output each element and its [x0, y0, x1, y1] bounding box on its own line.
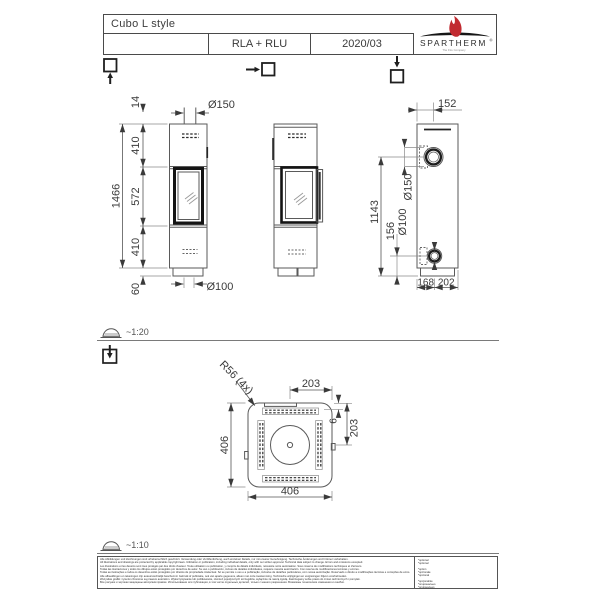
registered-mark: ®	[490, 38, 493, 43]
dim-front-air-inlet: Ø100	[207, 281, 234, 293]
dim-plan-center-to-edge-y: 203	[349, 419, 361, 437]
side-view-icon	[246, 62, 276, 77]
dim-rear-inlet-diameter: Ø100	[397, 209, 409, 236]
dim-rear-bottom-left: 168	[417, 277, 434, 288]
brand-logo: SPARTHERM ® The Fire Company	[414, 15, 496, 54]
disclaimer-line: Alle afbeeldingen en tekeningen zijn aut…	[100, 574, 348, 578]
disclaimer-line: Wszystkie grafiki i rysunki chronione są…	[100, 578, 361, 582]
side-view-drawing	[272, 123, 324, 277]
top-view-icon	[389, 56, 405, 84]
scale-icon-elevations	[100, 328, 122, 338]
dim-front-lower-section: 410	[130, 238, 142, 256]
brand-tagline: The Fire Company	[442, 48, 466, 52]
optional-note: *опціонально	[418, 586, 435, 588]
disclaimer-line: Alle Abbildungen und Zeichnungen sind ur…	[100, 558, 349, 561]
dim-rear-flue-height: 1143	[369, 200, 381, 224]
dim-plan-center-to-edge-x: 203	[302, 378, 320, 390]
dim-rear-inlet-height: 156	[385, 222, 397, 240]
dim-plan-width: 406	[281, 485, 299, 497]
plan-view-drawing: R56 (4x) 203 6 203 406 406	[217, 359, 361, 501]
separator-line-lower	[97, 553, 499, 554]
optional-note: *opcional	[418, 573, 430, 577]
dim-plan-depth: 406	[219, 436, 231, 454]
disclaimer-line: Les illustrations et les dessins sont to…	[100, 564, 363, 568]
front-view-drawing: Ø150 14 410 572 410 1466 60 Ø100	[111, 96, 235, 295]
optional-note: *option	[418, 567, 427, 571]
dim-plan-corner-radius: R56 (4x)	[217, 359, 255, 397]
dim-front-glass-section: 572	[130, 187, 142, 205]
front-view-icon	[103, 58, 118, 84]
rear-view-drawing: 152 1143 156 Ø150 Ø100 168 202	[369, 98, 462, 291]
dim-rear-flue-offset: 152	[438, 98, 456, 110]
disclaimer-line: Todas as ilustrações e todos os desenhos…	[100, 571, 411, 575]
disclaimer-line: Todas las ilustraciones y todos los dibu…	[100, 568, 360, 572]
dim-rear-flue-diameter: Ø150	[403, 174, 415, 201]
revision-date: 2020/03	[311, 34, 414, 54]
separator-line-upper	[97, 340, 499, 341]
dim-front-base-height: 60	[130, 283, 142, 295]
optional-note: *opcjonalnie	[418, 579, 433, 583]
disclaimer-line: All illustrations and drawings are prote…	[100, 561, 364, 565]
page-title: Cubo L style	[104, 15, 414, 34]
footer-legal-box: Alle Abbildungen und Zeichnungen sind ur…	[97, 556, 498, 589]
dim-front-total-height: 1466	[111, 184, 123, 208]
dim-rear-bottom-right: 202	[438, 277, 455, 288]
title-block-empty-cell	[104, 34, 209, 54]
flame-icon	[449, 15, 462, 37]
optional-note: *optional	[418, 558, 429, 562]
dim-front-flue-diameter: Ø150	[208, 99, 235, 111]
model-code: RLA + RLU	[209, 34, 311, 54]
projection-symbol-icon	[102, 345, 118, 364]
scale-label-elevations: ~1:20	[126, 327, 149, 337]
optional-note: *opzionale	[418, 570, 431, 574]
disclaimer-text: Alle Abbildungen und Zeichnungen sind ur…	[98, 557, 415, 588]
brand-name: SPARTHERM	[420, 38, 487, 48]
disclaimer-line: Все рисунки и чертежи защищены авторским…	[100, 581, 345, 585]
dim-front-upper-section: 410	[130, 136, 142, 154]
optional-note: *опционально	[418, 583, 436, 587]
scale-icon-plan	[100, 541, 122, 551]
optional-notes: *optional *optional *option *opzionale *…	[415, 557, 497, 589]
scale-label-plan: ~1:10	[126, 540, 149, 550]
dim-front-top-offset: 14	[130, 96, 142, 108]
title-block: Cubo L style RLA + RLU 2020/03 SPARTHERM…	[103, 14, 497, 55]
dim-plan-edge-gap: 6	[329, 418, 340, 424]
spartherm-logo: SPARTHERM ® The Fire Company	[420, 15, 493, 52]
optional-note: *optional	[418, 561, 429, 565]
